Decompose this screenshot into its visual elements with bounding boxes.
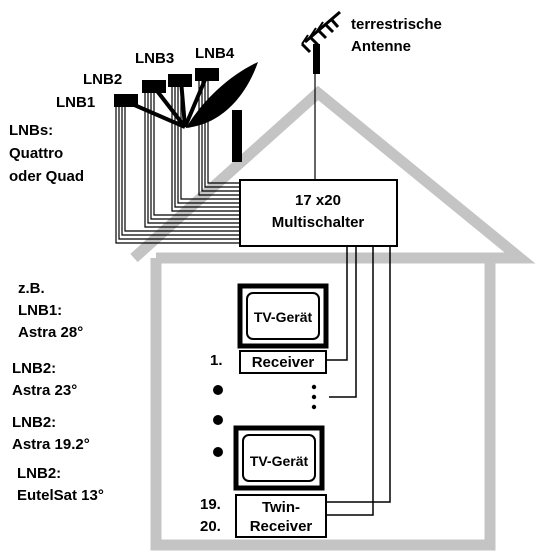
lnb-type-line1: LNBs: (9, 122, 53, 139)
roof-outline (130, 85, 536, 264)
satellite-4-position: EutelSat 13° (17, 487, 104, 504)
house-walls (150, 258, 496, 551)
lnb-type-line2: Quattro (9, 145, 63, 162)
twin-number-20: 20. (200, 518, 221, 535)
satellite-2-position: Astra 23° (12, 382, 77, 399)
multiswitch-line1: 17 x20 (295, 192, 341, 209)
receiver-label: Receiver (252, 354, 315, 371)
twin-number-19: 19. (200, 496, 221, 513)
twin-receiver-box (235, 494, 327, 538)
antenna-label-line2: Antenne (351, 38, 411, 55)
terrestrial-antenna-icon (300, 10, 341, 74)
satellite-1-lnb: LNB1: (18, 302, 62, 319)
lnb3-label: LNB3 (135, 50, 174, 67)
lnb4-label: LNB4 (195, 45, 235, 62)
house-outline (130, 85, 536, 551)
tv-set-2-label: TV-Gerät (250, 453, 309, 469)
receiver-number: 1. (210, 352, 223, 369)
satellite-intro: z.B. (18, 280, 45, 297)
twin-receiver-line1: Twin- (262, 499, 300, 516)
multiswitch-box (239, 179, 398, 247)
twin-receiver-line2: Receiver (250, 518, 313, 535)
satellite-2-lnb: LNB2: (12, 360, 56, 377)
lnb2-label: LNB2 (83, 71, 122, 88)
lnb1-icon (114, 94, 138, 107)
satellite-4-lnb: LNB2: (17, 465, 61, 482)
lnb-type-line3: oder Quad (9, 168, 84, 185)
tv-set-1-label: TV-Gerät (254, 309, 313, 325)
lnb-cables (115, 74, 316, 244)
lnb-heads (114, 68, 219, 107)
continuation-dots (213, 384, 317, 457)
lnb4-icon (195, 68, 219, 81)
tv-set-2 (233, 425, 325, 491)
satellite-3-lnb: LNB2: (12, 414, 56, 431)
satellite-1-position: Astra 28° (18, 324, 83, 341)
multiswitch-output-cables (326, 246, 391, 516)
satellite-dish-icon (124, 62, 258, 162)
lnb1-label: LNB1 (56, 94, 95, 111)
lnb2-icon (142, 80, 166, 93)
antenna-label-line1: terrestrische (351, 16, 442, 33)
receiver-box (239, 350, 327, 374)
multiswitch-line2: Multischalter (272, 214, 365, 231)
satellite-3-position: Astra 19.2° (12, 436, 90, 453)
tv-set-1 (237, 283, 329, 349)
lnb3-icon (168, 74, 192, 87)
